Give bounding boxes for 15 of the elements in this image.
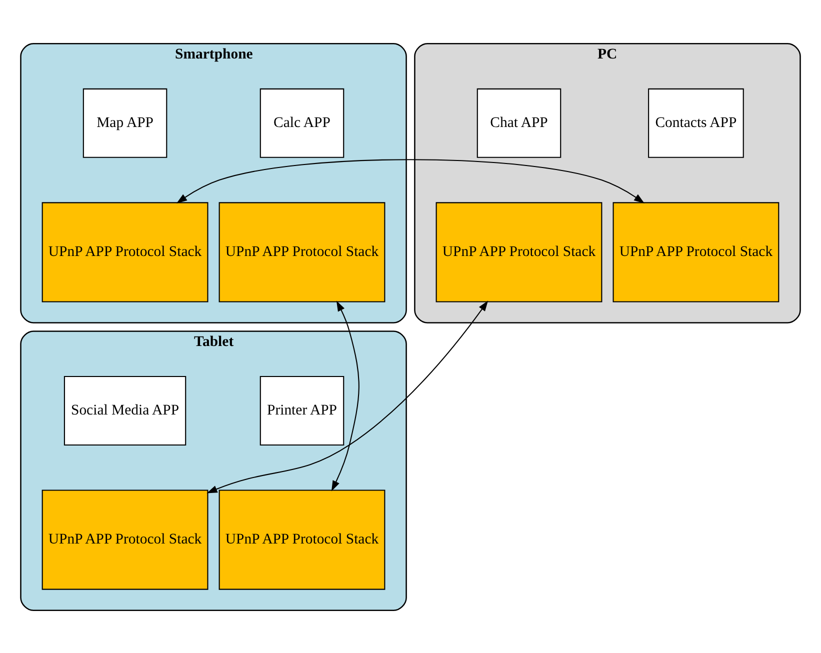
node-box: Printer APP	[260, 375, 344, 445]
node-box: UPnP APP Protocol Stack	[612, 202, 780, 302]
arrow	[176, 158, 644, 203]
node-box: Calc APP	[260, 88, 344, 158]
node-box: Chat APP	[476, 88, 562, 158]
node-box: UPnP APP Protocol Stack	[42, 202, 208, 302]
node-box: UPnP APP Protocol Stack	[218, 202, 386, 302]
arrow	[331, 300, 360, 491]
node-box: Contacts APP	[648, 88, 744, 158]
node-box: UPnP APP Protocol Stack	[42, 489, 208, 590]
node-box: Map APP	[82, 88, 168, 158]
node-box: UPnP APP Protocol Stack	[436, 202, 602, 302]
node-box: Social Media APP	[64, 375, 186, 445]
node-box: UPnP APP Protocol Stack	[218, 489, 386, 590]
arrow	[206, 300, 488, 493]
